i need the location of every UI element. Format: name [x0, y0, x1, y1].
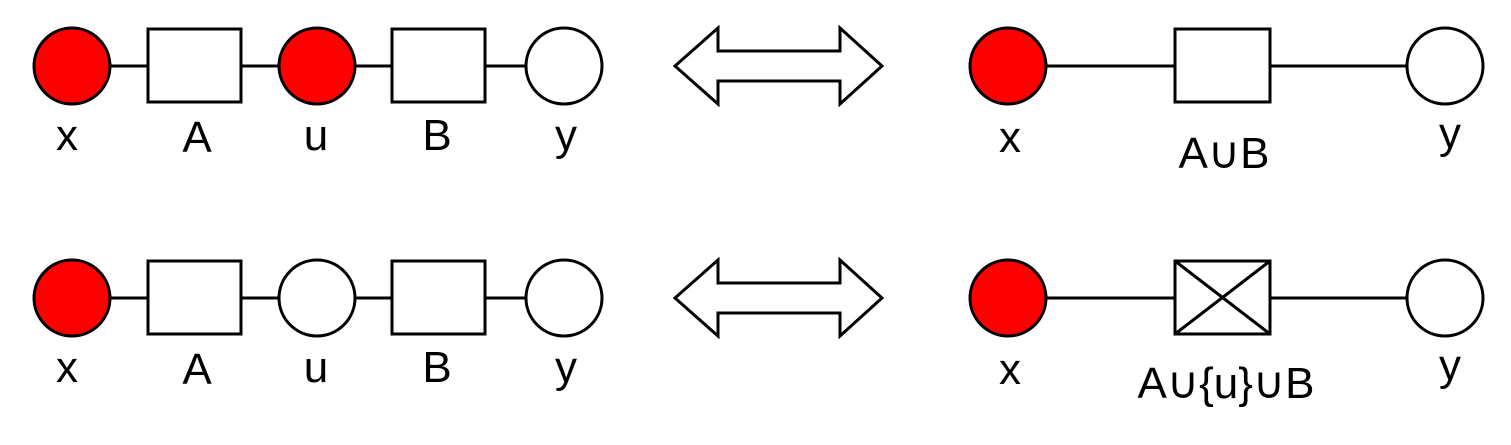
row-2-node-y	[524, 258, 604, 338]
row-1-right-label-union: A∪B	[1179, 129, 1270, 178]
row-1-box-b	[390, 27, 487, 104]
row-2-label-a: A	[182, 345, 212, 394]
double-arrow-icon	[672, 24, 885, 108]
row-1-left-chain: x A u B y	[32, 26, 604, 162]
row-2-node-u	[277, 258, 357, 338]
row-1-right-label-x: x	[999, 113, 1021, 162]
row-1-label-y: y	[555, 111, 577, 160]
row-2-right-chain: x A∪{u}∪B y	[968, 258, 1485, 408]
row-2-right-label-y: y	[1439, 341, 1461, 390]
row-2-right-label-union: A∪{u}∪B	[1138, 359, 1315, 408]
row-2-label-y: y	[555, 343, 577, 392]
row-1-right-node-x	[968, 26, 1048, 106]
row-1-right-label-y: y	[1439, 109, 1461, 158]
row-1-label-a: A	[182, 113, 212, 162]
row-2-label-x: x	[56, 343, 78, 392]
row-2-right-label-x: x	[999, 345, 1021, 394]
row-1-label-u: u	[304, 111, 328, 160]
row-2-left-chain: x A u B y	[32, 258, 604, 394]
row-2-node-x	[32, 258, 112, 338]
row-2-box-b	[390, 259, 487, 336]
row-1-box-union	[1173, 27, 1272, 104]
row-1-right-node-y	[1405, 26, 1485, 106]
row-1-box-a	[146, 27, 243, 104]
row-1-node-x	[32, 26, 112, 106]
double-arrow-icon	[672, 256, 885, 340]
row-2-right-node-x	[968, 258, 1048, 338]
row-1-right-chain: x A∪B y	[968, 26, 1485, 178]
row-1-node-y	[524, 26, 604, 106]
row-2-box-cross-2	[1174, 259, 1271, 336]
row-2-right-node-y	[1405, 258, 1485, 338]
row-2-label-b: B	[422, 343, 451, 392]
row-1-label-b: B	[422, 111, 451, 160]
row-2-label-u: u	[304, 343, 328, 392]
row-2-box-a	[146, 259, 243, 336]
row-1-label-x: x	[56, 111, 78, 160]
row-1-node-u	[277, 26, 357, 106]
